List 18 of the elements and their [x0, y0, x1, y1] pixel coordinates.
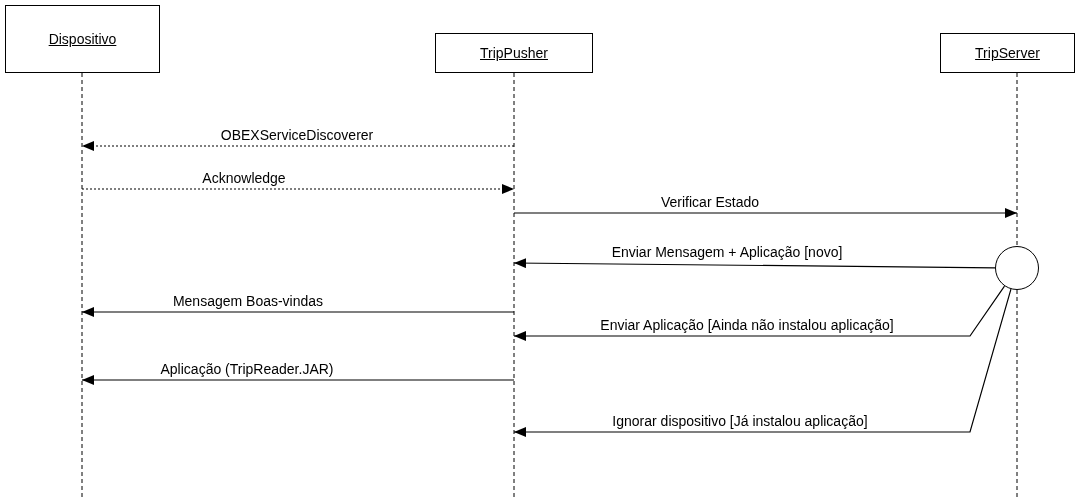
message-label: OBEXServiceDiscoverer: [218, 127, 376, 143]
message-label: Enviar Aplicação [Ainda não instalou aplicação]: [598, 317, 896, 333]
message-label: Ignorar dispositivo [Já instalou aplicação]: [610, 413, 870, 429]
object-name: TripPusher: [480, 45, 548, 61]
object-name: Dispositivo: [48, 31, 117, 47]
message-arrow: [513, 288, 1012, 437]
message-arrow: [513, 285, 1006, 341]
message-arrow: [513, 208, 1018, 218]
dotted-arrow: [81, 141, 515, 151]
message-arrow: [513, 258, 996, 269]
message-arrow: [81, 375, 515, 385]
message-label: Acknowledge: [200, 170, 288, 186]
message-label: Aplicação (TripReader.JAR): [158, 361, 336, 377]
message-label: Verificar Estado: [658, 194, 762, 210]
dotted-arrow: [81, 184, 515, 194]
object-name: TripServer: [975, 45, 1040, 61]
message-label: Enviar Mensagem + Aplicação [novo]: [609, 244, 845, 260]
message-arrow: [81, 307, 515, 317]
